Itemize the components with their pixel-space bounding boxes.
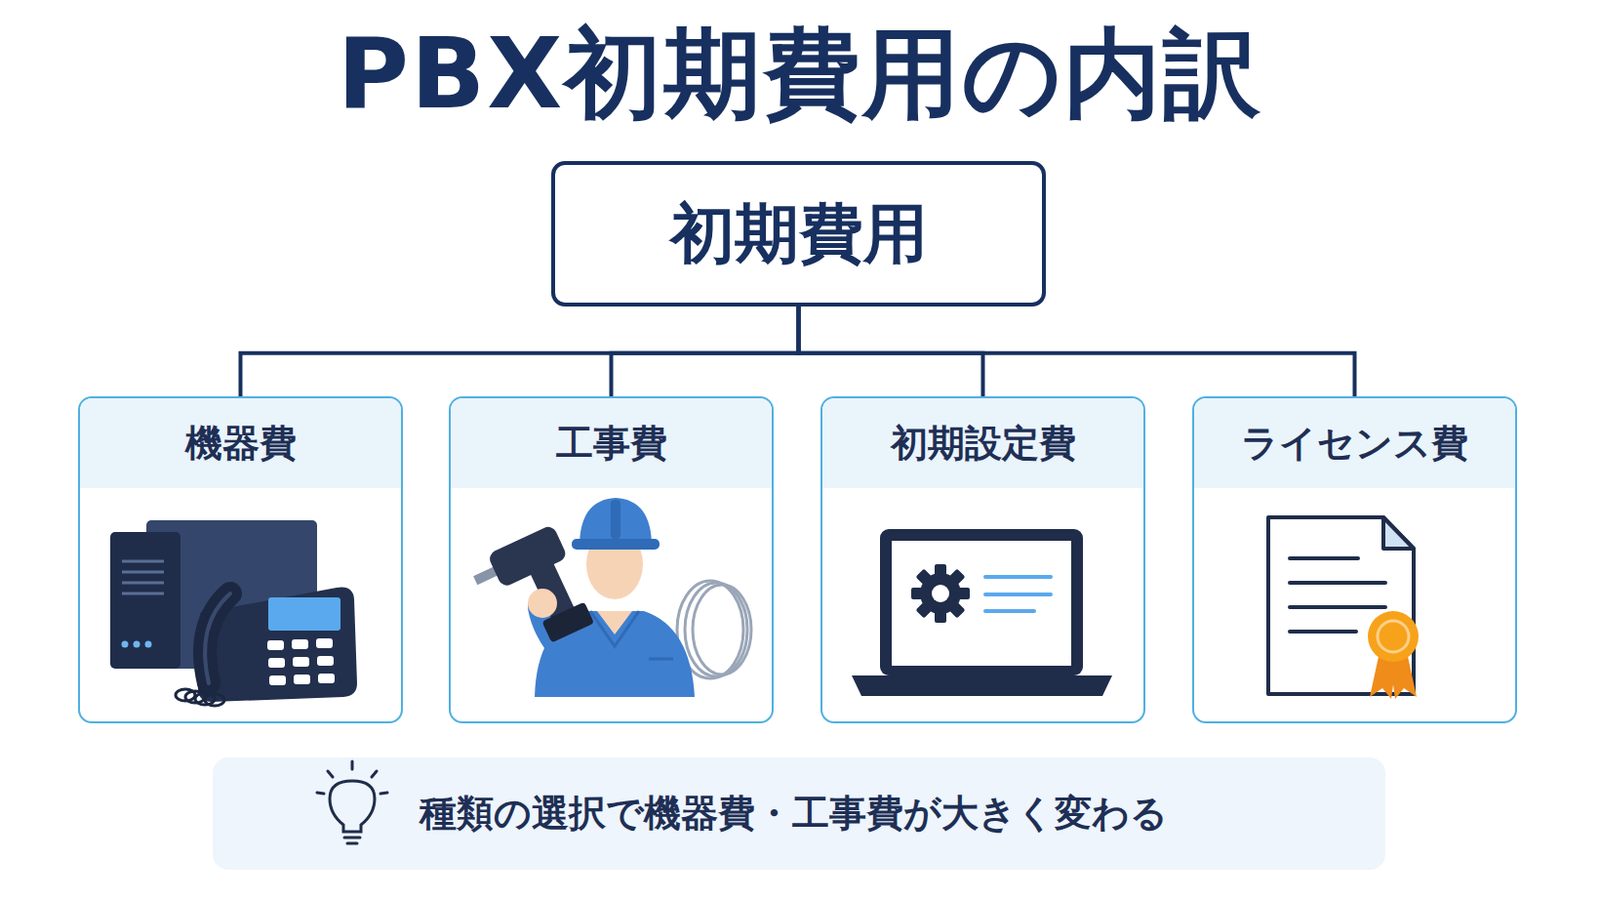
note-text: 種類の選択で機器費・工事費が大きく変わる xyxy=(419,788,1168,839)
card-header: 機器費 xyxy=(80,398,401,488)
tree-connector xyxy=(799,306,1356,397)
card-header: 初期設定費 xyxy=(822,398,1144,488)
tree-connector xyxy=(799,306,984,397)
card-header: 工事費 xyxy=(450,398,772,488)
cost-card: 工事費 xyxy=(448,396,774,723)
node-label: 初期設定費 xyxy=(890,418,1077,469)
cost-card: 初期設定費 xyxy=(820,396,1146,723)
card-header: ライセンス費 xyxy=(1194,398,1516,488)
node-label: 機器費 xyxy=(185,418,297,469)
node-label: 工事費 xyxy=(556,418,668,469)
node-label: 初期費用 xyxy=(670,190,928,279)
node-label: ライセンス費 xyxy=(1240,418,1469,469)
tree-connector xyxy=(611,306,800,397)
note-band: 種類の選択で機器費・工事費が大きく変わる xyxy=(212,757,1386,870)
cost-card: ライセンス費 xyxy=(1192,396,1518,723)
cost-card: 機器費 xyxy=(78,396,403,723)
root-box: 初期費用 xyxy=(551,160,1046,307)
diagram-title: PBX初期費用の内訳 xyxy=(0,11,1600,139)
tree-connector xyxy=(240,306,800,397)
